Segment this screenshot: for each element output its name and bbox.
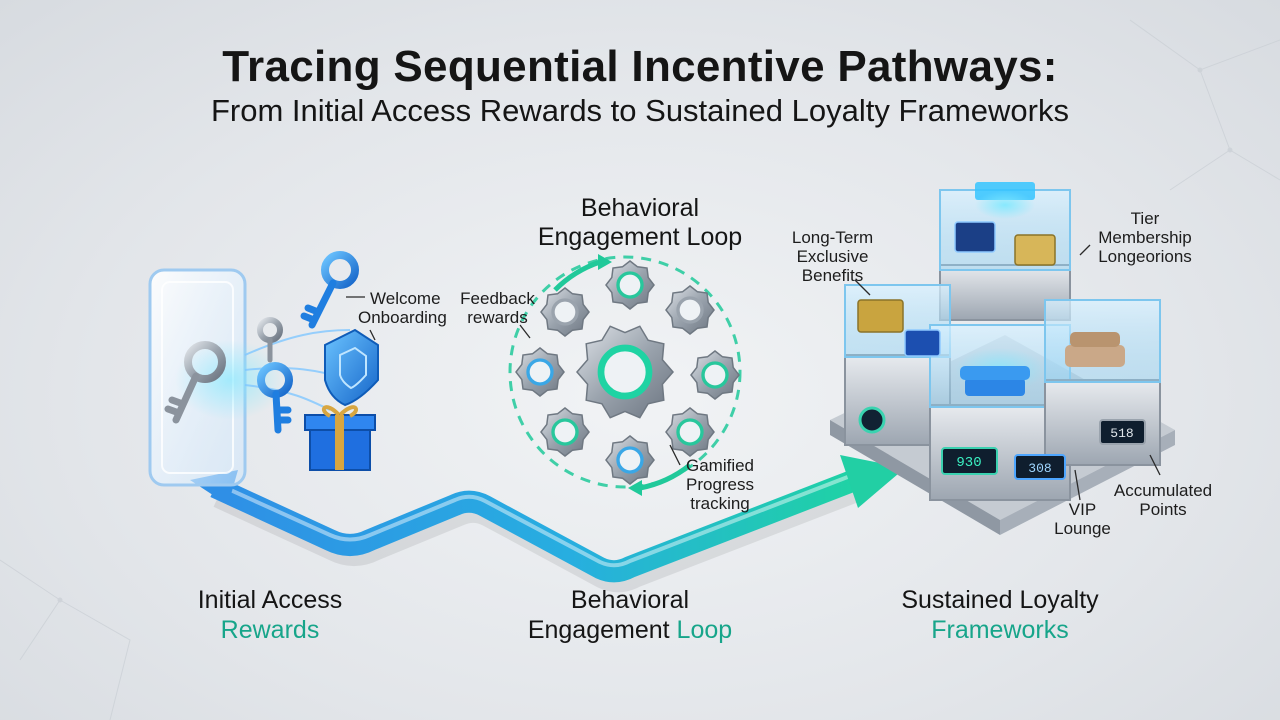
callout-line: tracking [690, 494, 750, 513]
callout-line: Benefits [801, 266, 864, 285]
stage-label-line2: Frameworks [931, 616, 1069, 644]
gear-icon [605, 435, 655, 485]
stage-label-line1: Initial Access [197, 586, 343, 614]
engagement-loop-title: Behavioral Engagement Loop [520, 194, 760, 252]
screen-panels [941, 419, 1146, 480]
callout-accumulated-points: Accumulated Points [1108, 481, 1218, 519]
callout-line: Exclusive [796, 247, 869, 266]
stage-label-part: Engagement [527, 616, 677, 644]
key-icon [257, 317, 283, 363]
callout-line: Longeorions [1098, 247, 1192, 266]
callout-line: Progress [685, 475, 755, 494]
display-readout-3: 518 [1110, 426, 1133, 441]
stage-label-line2: Rewards [220, 616, 320, 644]
sofa-icon [960, 332, 1125, 396]
display-readout-1: 930 [956, 455, 981, 471]
callout-tier-membership: Tier Membership Longeorions [1090, 209, 1200, 266]
gear-icon [540, 287, 590, 337]
loop-title-line: Behavioral [580, 194, 700, 222]
display-readout-2: 308 [1028, 461, 1051, 476]
callout-leaders [346, 244, 1161, 501]
callout-line: Welcome [370, 289, 441, 308]
callout-feedback-rewards: Feedback rewards [455, 289, 540, 327]
gift-icon [304, 405, 376, 471]
stage-label-line1: Sustained Loyalty [901, 586, 1099, 614]
callout-line: Long-Term [791, 228, 874, 247]
pathway-arrow [190, 455, 905, 593]
callout-line: Membership [1098, 228, 1192, 247]
loyalty-platform [830, 182, 1175, 535]
card-icon [857, 221, 1056, 357]
callout-welcome-onboarding: Welcome Onboarding [358, 289, 447, 327]
gear-icon [690, 350, 740, 400]
key-icon [300, 251, 359, 329]
stage-initial-access: Initial Access Rewards [150, 585, 390, 645]
gear-icon [515, 347, 565, 397]
callout-line: Tier [1130, 209, 1160, 228]
stage-label-line1: Behavioral [570, 586, 690, 614]
gear-cluster [515, 260, 740, 485]
shield-icon [324, 328, 379, 407]
key-icon [257, 362, 293, 434]
page-subtitle: From Initial Access Rewards to Sustained… [211, 93, 1069, 128]
gear-icon [665, 407, 715, 457]
callout-line: Points [1139, 500, 1187, 519]
callout-long-term-benefits: Long-Term Exclusive Benefits [780, 228, 885, 285]
callout-line: Gamified [685, 456, 755, 475]
stage-label-accent: Loop [676, 616, 733, 644]
callout-line: Lounge [1054, 519, 1111, 538]
gear-icon [576, 325, 674, 419]
gear-icon [605, 260, 655, 310]
key-icon [164, 341, 226, 424]
stage-behavioral-engagement: Behavioral Engagement Loop [490, 585, 770, 645]
callout-line: Feedback [460, 289, 535, 308]
stage-sustained-loyalty: Sustained Loyalty Frameworks [860, 585, 1140, 645]
background-network [0, 19, 1280, 720]
gear-icon [665, 285, 715, 335]
callout-line: rewards [467, 308, 528, 327]
gear-icon [540, 407, 590, 457]
callout-line: Onboarding [358, 308, 447, 327]
engagement-loop [508, 254, 742, 496]
callout-line: Accumulated [1113, 481, 1213, 500]
callout-vip-lounge: VIP Lounge [1045, 500, 1120, 538]
callout-line: VIP [1068, 500, 1097, 519]
stage-label-line2: Engagement Loop [490, 615, 770, 645]
page-title: Tracing Sequential Incentive Pathways: [222, 42, 1058, 91]
callout-gamified-progress: Gamified Progress tracking [675, 456, 765, 513]
loop-title-line: Engagement Loop [537, 223, 743, 251]
